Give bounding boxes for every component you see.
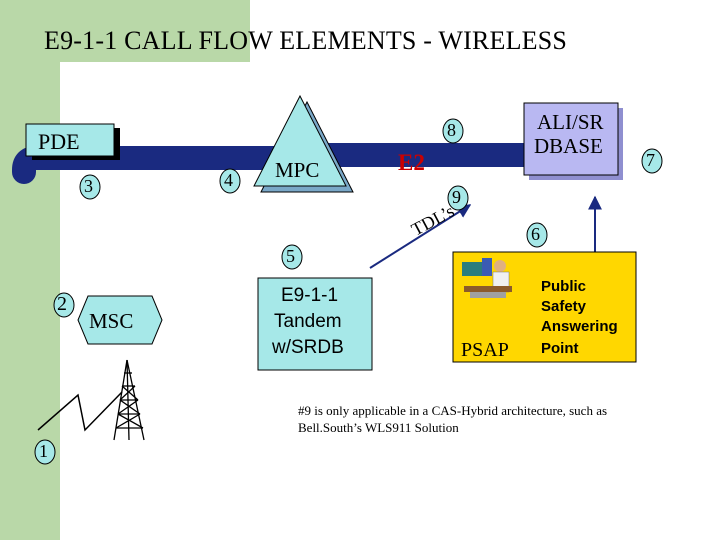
footnote: #9 is only applicable in a CAS-Hybrid ar… (298, 403, 608, 435)
step-number-4: 4 (224, 170, 233, 190)
step-circle-8 (442, 118, 464, 144)
psap-label: PSAP (461, 339, 509, 361)
step-number-3: 3 (84, 176, 93, 196)
step-number-2: 2 (57, 293, 67, 315)
psap-desc-line1: Public (541, 278, 587, 295)
psap-desc-line3: Answering (541, 318, 618, 335)
radio-link-icon (37, 391, 123, 432)
step-circle-3 (79, 174, 101, 200)
e2-interface-label: E2 (398, 150, 425, 175)
ali-label-line1: ALI/SR (537, 110, 604, 134)
tandem-box (257, 277, 373, 371)
pde-label: PDE (38, 129, 80, 154)
step-number-9: 9 (452, 187, 461, 207)
pde-box (25, 123, 115, 157)
step-number-1: 1 (39, 441, 48, 461)
cell-tower-icon (113, 359, 145, 441)
step-circle-6 (526, 222, 548, 248)
backbone-left-curve (11, 146, 48, 184)
step-circle-2 (53, 292, 75, 318)
step-circle-7 (641, 148, 663, 174)
psap-desc-line2: Safety (541, 298, 587, 315)
ali-label-line2: DBASE (534, 134, 603, 158)
step-number-8: 8 (447, 120, 456, 140)
tandem-label-line2: Tandem (274, 311, 342, 332)
msc-label: MSC (89, 309, 134, 333)
step-number-7: 7 (646, 150, 655, 170)
step-circle-5 (281, 244, 303, 270)
step-circle-1 (34, 439, 56, 465)
tdl-link-arrow (369, 204, 472, 269)
psap-desc-line4: Point (541, 340, 579, 357)
operator-icon (462, 258, 512, 298)
step-number-5: 5 (286, 246, 295, 266)
step-number-6: 6 (531, 224, 540, 244)
step-circle-4 (219, 168, 241, 194)
mpc-triangle (253, 94, 347, 187)
step-circle-9 (447, 185, 469, 211)
ali-box (523, 102, 619, 176)
page-title: E9-1-1 CALL FLOW ELEMENTS - WIRELESS (44, 26, 568, 55)
mpc-label: MPC (275, 158, 320, 182)
msc-hexagon (77, 295, 163, 345)
tandem-label-line3: w/SRDB (272, 337, 344, 358)
tandem-label-line1: E9-1-1 (281, 285, 339, 306)
